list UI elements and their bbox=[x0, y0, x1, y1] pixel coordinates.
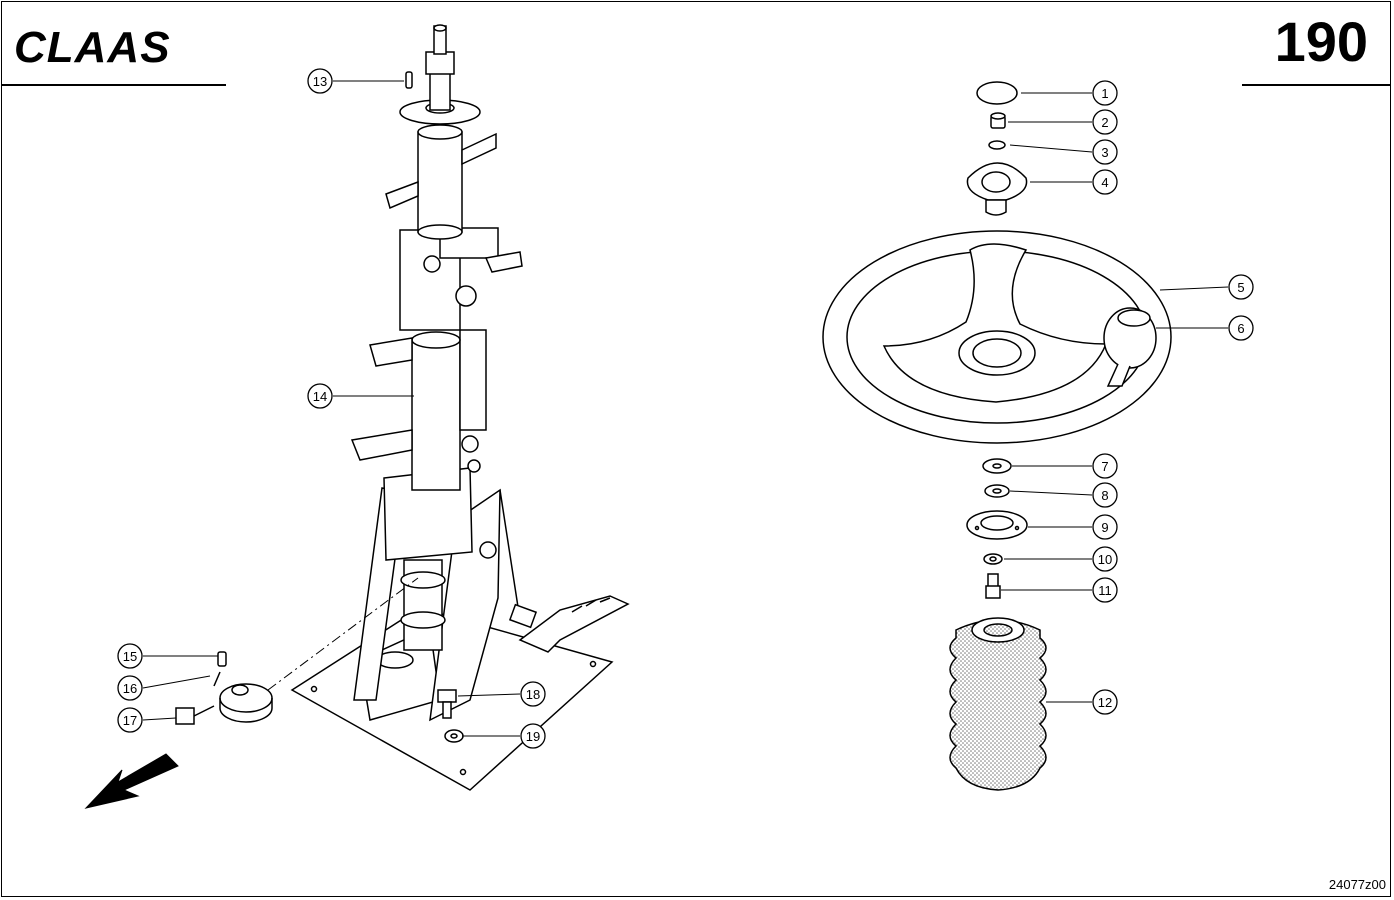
callout-13: 13 bbox=[307, 68, 333, 94]
callout-18: 18 bbox=[520, 681, 546, 707]
callout-4: 4 bbox=[1092, 169, 1118, 195]
svg-text:3: 3 bbox=[1101, 145, 1108, 160]
svg-text:19: 19 bbox=[526, 729, 540, 744]
callout-14: 14 bbox=[307, 383, 333, 409]
callout-11: 11 bbox=[1092, 577, 1118, 603]
svg-text:2: 2 bbox=[1101, 115, 1108, 130]
callout-19: 19 bbox=[520, 723, 546, 749]
svg-text:10: 10 bbox=[1098, 552, 1112, 567]
sensor-assembly bbox=[175, 651, 273, 725]
svg-text:5: 5 bbox=[1237, 280, 1244, 295]
page-number: 190 bbox=[1274, 10, 1368, 73]
svg-text:12: 12 bbox=[1098, 695, 1112, 710]
svg-text:6: 6 bbox=[1237, 321, 1244, 336]
svg-text:17: 17 bbox=[123, 713, 137, 728]
callout-15: 15 bbox=[117, 643, 143, 669]
svg-text:1: 1 bbox=[1101, 86, 1108, 101]
svg-text:18: 18 bbox=[526, 687, 540, 702]
svg-text:15: 15 bbox=[123, 649, 137, 664]
callout-16: 16 bbox=[117, 675, 143, 701]
svg-text:8: 8 bbox=[1101, 488, 1108, 503]
drawing-code: 24077z00 bbox=[1328, 877, 1386, 892]
callout-2: 2 bbox=[1092, 109, 1118, 135]
svg-text:14: 14 bbox=[313, 389, 327, 404]
callout-5: 5 bbox=[1228, 274, 1254, 300]
direction-arrow-icon bbox=[84, 753, 179, 809]
callout-7: 7 bbox=[1092, 453, 1118, 479]
steering-column-assembly bbox=[290, 24, 630, 791]
svg-text:16: 16 bbox=[123, 681, 137, 696]
callout-10: 10 bbox=[1092, 546, 1118, 572]
callout-12: 12 bbox=[1092, 689, 1118, 715]
callout-8: 8 bbox=[1092, 482, 1118, 508]
svg-text:9: 9 bbox=[1101, 520, 1108, 535]
callout-9: 9 bbox=[1092, 514, 1118, 540]
callout-1: 1 bbox=[1092, 80, 1118, 106]
callout-6: 6 bbox=[1228, 315, 1254, 341]
steering-wheel-assembly bbox=[822, 81, 1172, 599]
svg-text:13: 13 bbox=[313, 74, 327, 89]
svg-text:4: 4 bbox=[1101, 175, 1108, 190]
brand-logo: CLAAS bbox=[14, 23, 171, 72]
callout-17: 17 bbox=[117, 707, 143, 733]
callout-3: 3 bbox=[1092, 139, 1118, 165]
svg-text:11: 11 bbox=[1098, 583, 1112, 598]
bellows-boot bbox=[949, 617, 1047, 791]
callout-leaders bbox=[142, 80, 1229, 737]
svg-text:7: 7 bbox=[1101, 459, 1108, 474]
